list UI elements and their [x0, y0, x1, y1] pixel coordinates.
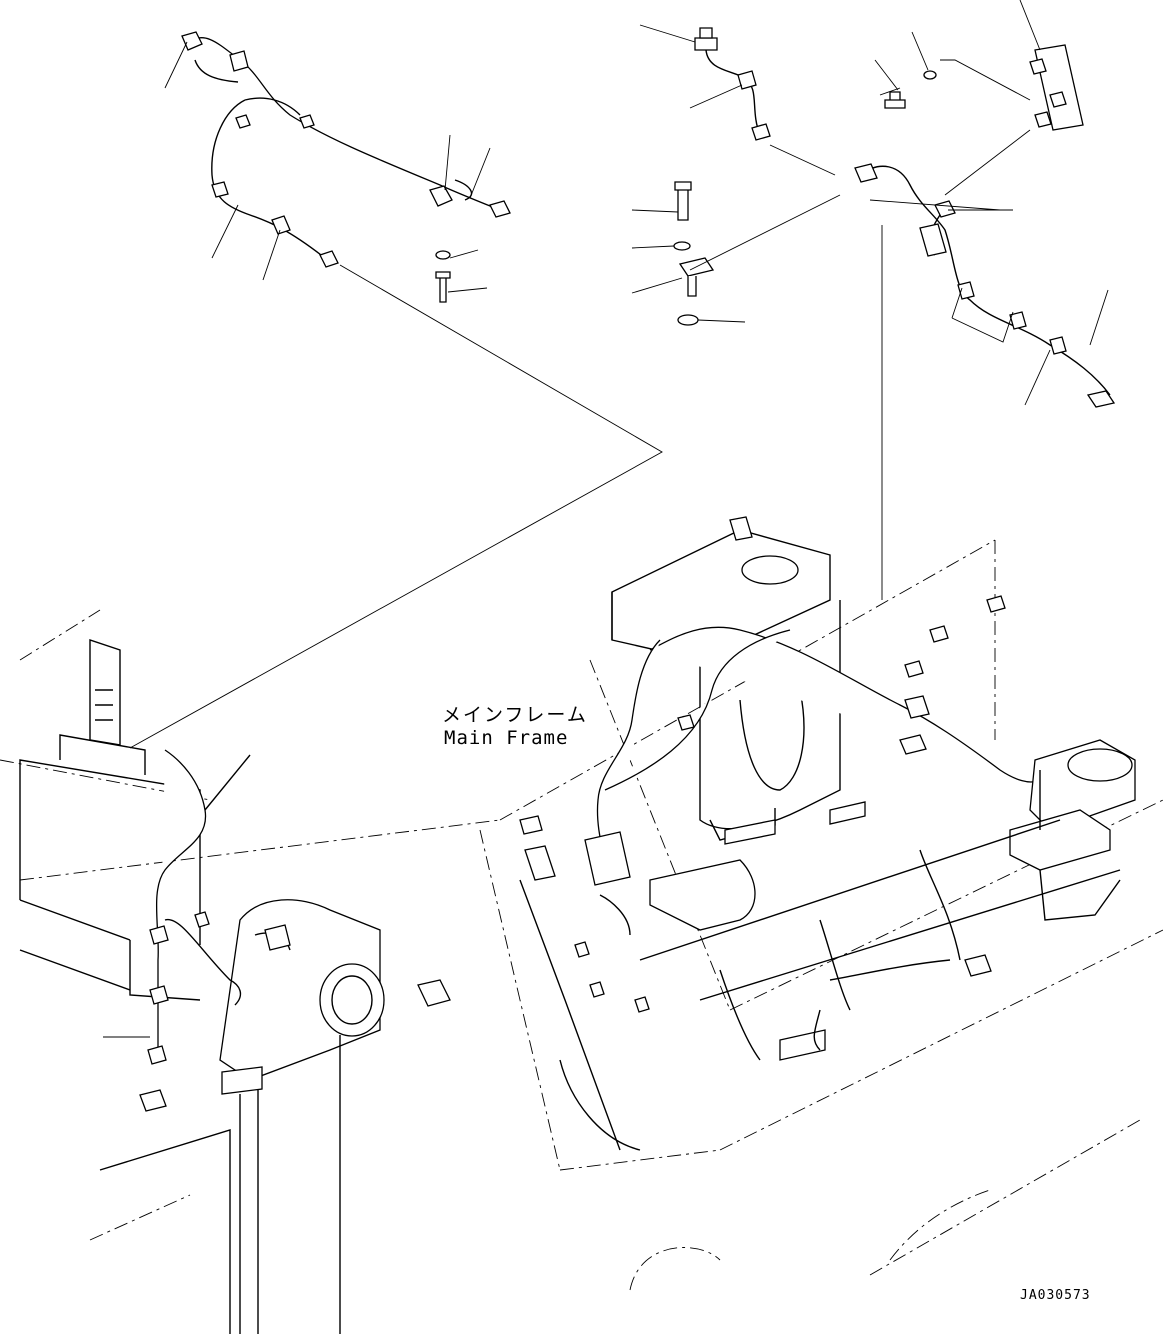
sensor-parts-top-center: [631, 24, 937, 326]
main-frame-structure: [0, 516, 1163, 1334]
drawing-number: JA030573: [1020, 1288, 1091, 1303]
main-frame-label-japanese: メインフレーム: [442, 704, 588, 726]
harness-top-left: [164, 31, 511, 303]
main-frame-label-english: Main Frame: [444, 727, 569, 749]
reference-lines: [129, 144, 1001, 749]
harness-top-right: [854, 0, 1116, 408]
